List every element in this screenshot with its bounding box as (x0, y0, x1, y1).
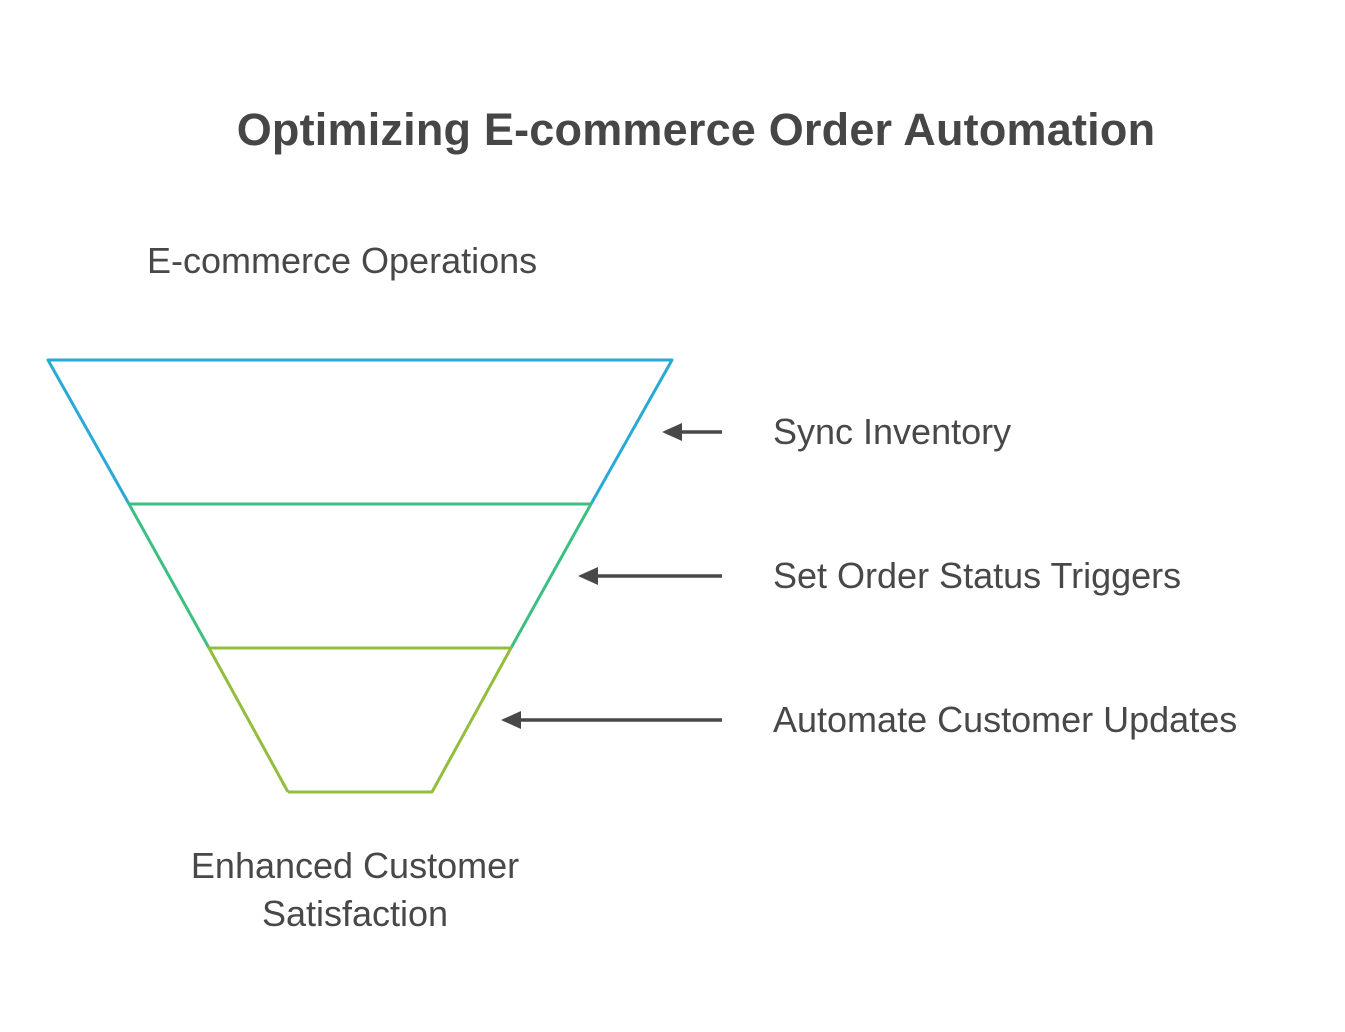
funnel-segment-3 (207, 646, 513, 794)
diagram-title: Optimizing E-commerce Order Automation (236, 104, 1156, 155)
stage-label-sync-inventory: Sync Inventory (773, 411, 1012, 452)
funnel-bottom-label: Enhanced Customer Satisfaction (120, 842, 590, 938)
funnel-segment-1 (46, 358, 674, 505)
stage-label-order-status-triggers: Set Order Status Triggers (773, 555, 1182, 596)
funnel-segment-2 (127, 502, 593, 649)
arrow-left-icon (578, 567, 722, 585)
arrow-left-icon (662, 423, 722, 441)
bottom-label-line-2: Satisfaction (261, 893, 449, 934)
funnel-top-label: E-commerce Operations (147, 240, 538, 281)
arrow-left-icon (501, 711, 722, 729)
stage-label-customer-updates: Automate Customer Updates (773, 699, 1238, 740)
bottom-label-line-1: Enhanced Customer (190, 845, 520, 886)
